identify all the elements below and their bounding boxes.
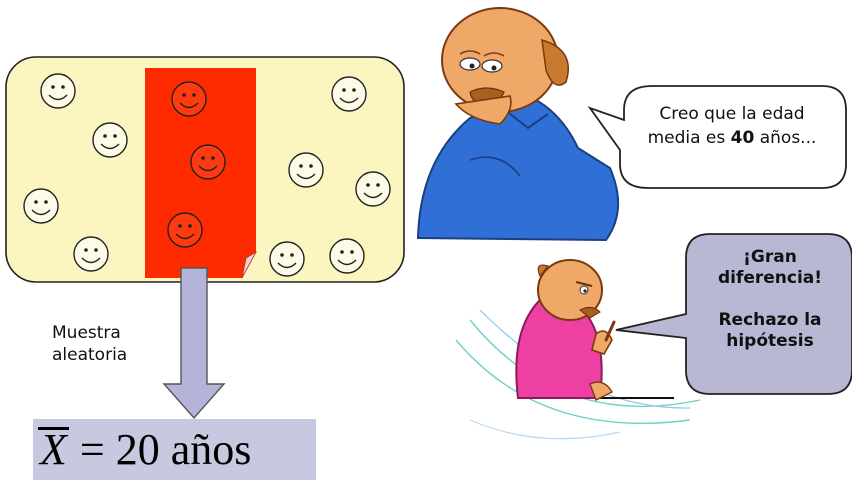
hypothesis-line1: Creo que la edad [659, 104, 805, 124]
sample-mean-box [33, 419, 316, 480]
mean-equals: = [79, 425, 105, 474]
population-face [269, 241, 305, 277]
hypothesis-line2-post: años... [754, 128, 817, 148]
thinking-man-illustration [416, 7, 620, 242]
population-face [355, 171, 391, 207]
reject-line3: Rechazo la [718, 310, 822, 330]
sample-label: Muestra aleatoria [52, 322, 172, 366]
speech-bubble-hypothesis [587, 85, 847, 189]
mean-value: 20 años [115, 425, 252, 474]
mean-symbol: X [38, 425, 69, 474]
reject-line2: diferencia! [717, 268, 823, 288]
population-face [40, 73, 76, 109]
sample-page-curl [241, 250, 258, 279]
reject-line1: ¡Gran [743, 247, 797, 267]
sample-label-line2: aleatoria [52, 345, 128, 365]
sampled-face [167, 212, 203, 248]
hypothesis-line2: media es 40 años... [632, 126, 832, 150]
population-face [331, 76, 367, 112]
population-face [288, 152, 324, 188]
sample-label-line1: Muestra [52, 323, 121, 343]
hypothesis-value: 40 [730, 128, 755, 148]
sampled-face [190, 144, 226, 180]
sample-arrow [162, 267, 226, 420]
sample-mean-formula: X = 20 años [38, 419, 251, 480]
hypothesis-line2-pre: media es [647, 128, 731, 148]
reject-line4: hipótesis [726, 331, 814, 351]
sampled-face [171, 81, 207, 117]
hypothesis-text: Creo que la edad media es 40 años... [632, 102, 832, 150]
population-face [329, 238, 365, 274]
population-face [23, 188, 59, 224]
speech-bubble-reject [615, 233, 852, 395]
population-face [73, 236, 109, 272]
population-face [92, 122, 128, 158]
reject-text: ¡Gran diferencia! Rechazo la hipótesis [694, 247, 846, 352]
angry-man-illustration [455, 259, 701, 440]
